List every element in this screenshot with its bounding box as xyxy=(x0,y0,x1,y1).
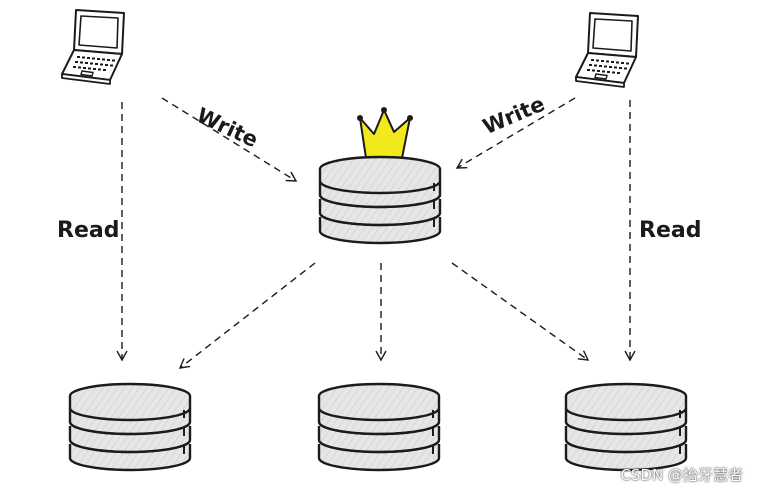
read-label-left: Read xyxy=(57,218,120,243)
crown-icon xyxy=(357,107,413,159)
master-database-icon xyxy=(318,155,442,245)
laptop-icon-left xyxy=(61,9,125,85)
read-label-right: Read xyxy=(639,218,702,243)
replica-database-icon-right xyxy=(564,382,688,472)
replica-database-icon-left xyxy=(68,382,192,472)
replication-arrow-right xyxy=(451,262,590,361)
replication-arrow-left xyxy=(178,262,316,369)
laptop-icon-right xyxy=(575,12,639,88)
write-arrow-right xyxy=(455,97,576,169)
replica-database-icon-center xyxy=(317,382,441,472)
watermark: CSDN @抬牙慧者 xyxy=(620,466,743,484)
write-arrow-left xyxy=(161,97,298,182)
